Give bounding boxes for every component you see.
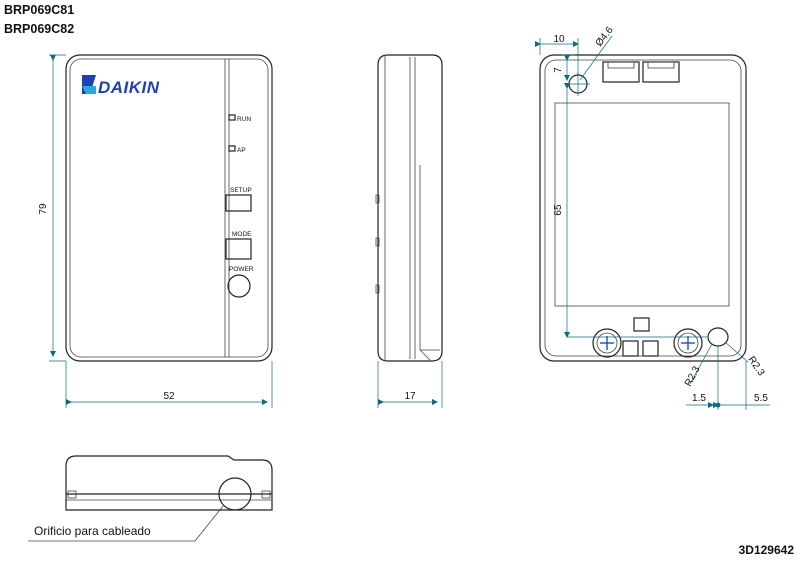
front-outer-outline bbox=[65, 54, 273, 362]
bottom-outline bbox=[65, 455, 273, 511]
mode-button-label: MODE bbox=[232, 231, 252, 238]
ap-led-icon bbox=[228, 145, 236, 152]
bottom-view: Orificio para cableado bbox=[28, 455, 273, 542]
hole-offset-dim: 10 bbox=[553, 34, 565, 45]
front-inner-outline bbox=[69, 58, 269, 358]
side-view: 17 bbox=[375, 54, 443, 408]
back-recess bbox=[554, 102, 730, 307]
ap-indicator-label: AP bbox=[237, 147, 246, 154]
daikin-logo-icon: DAIKIN bbox=[82, 75, 160, 97]
setup-button bbox=[225, 194, 252, 212]
side-outline bbox=[377, 54, 443, 362]
front-width-dim: 52 bbox=[163, 391, 175, 402]
screw-icon bbox=[592, 328, 622, 358]
cable-hole-caption: Orificio para cableado bbox=[34, 524, 151, 538]
left-radius-dim: R2.3 bbox=[683, 364, 703, 388]
document-id: 3D129642 bbox=[738, 543, 794, 557]
setup-button-label: SETUP bbox=[230, 187, 252, 194]
power-button bbox=[227, 274, 251, 298]
right-radius-dim: R2.3 bbox=[746, 355, 767, 379]
back-view: 10 Ø4.6 7 65 R2.3 R2.3 1.5 5.5 bbox=[535, 25, 770, 410]
edge-offset-dim: 5.5 bbox=[754, 393, 768, 404]
model-number-2: BRP069C82 bbox=[4, 22, 75, 36]
power-button-label: POWER bbox=[229, 266, 254, 273]
run-led-icon bbox=[228, 114, 236, 121]
top-offset-dim: 7 bbox=[553, 67, 564, 73]
screw-icon bbox=[673, 328, 703, 358]
side-depth-dim: 17 bbox=[404, 391, 416, 402]
back-outer-outline bbox=[539, 54, 747, 362]
brand-logo-text: DAIKIN bbox=[98, 78, 160, 97]
run-indicator-label: RUN bbox=[237, 116, 251, 123]
slot-hole bbox=[707, 327, 729, 347]
model-number-1: BRP069C81 bbox=[4, 3, 75, 17]
mode-button bbox=[225, 238, 252, 260]
back-height-dim: 65 bbox=[553, 204, 564, 216]
hole-diameter-dim: Ø4.6 bbox=[594, 25, 616, 49]
connector-icon bbox=[602, 61, 680, 83]
front-height-dim: 79 bbox=[38, 203, 49, 215]
front-view: DAIKIN RUN AP SETUP MODE POWER 79 52 bbox=[38, 54, 273, 408]
slot-offset-dim: 1.5 bbox=[692, 393, 706, 404]
back-inner-outline bbox=[544, 59, 742, 357]
cable-hole bbox=[218, 477, 252, 511]
